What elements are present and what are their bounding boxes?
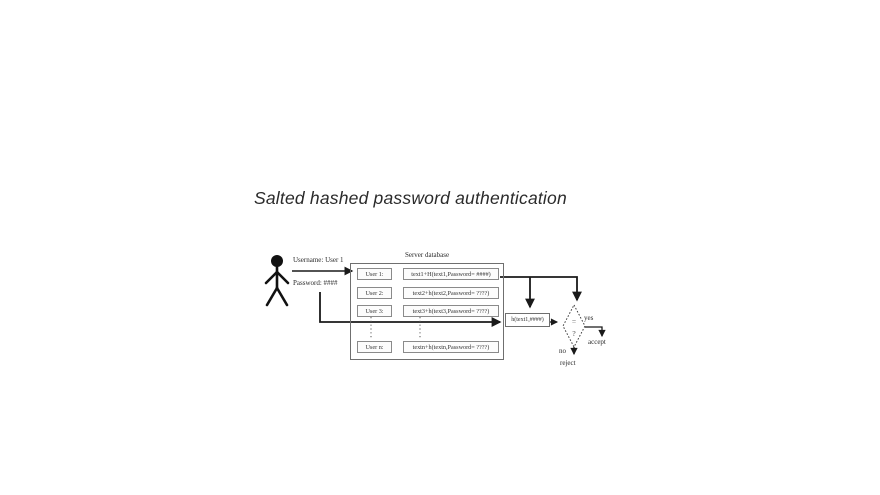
user-cell-1: User 1: (357, 268, 392, 280)
hash-value-cell-2: text2+h(text2,Password= ????) (403, 287, 499, 299)
accept-result-label: accept (588, 338, 606, 346)
password-input-label: Password: #### (293, 279, 338, 287)
comparator-question-symbol: ? (572, 329, 576, 338)
user-cell-n: User n: (357, 341, 392, 353)
yes-branch-label: yes (584, 314, 594, 322)
hash-value-cell-n: textn+h(textn,Password= ????) (403, 341, 499, 353)
comparator-equals-symbol: = (572, 317, 576, 326)
no-branch-label: no (559, 347, 566, 355)
reject-result-label: reject (560, 359, 576, 367)
username-input-label: Username: User 1 (293, 256, 344, 264)
user-stick-figure-icon (264, 255, 290, 307)
stored-hash-to-comparator-arrow (500, 276, 582, 302)
slide-title: Salted hashed password authentication (254, 188, 567, 208)
user-cell-3: User 3: (357, 305, 392, 317)
server-database-box (350, 263, 504, 360)
hash-value-cell-1: text1+H(text1,Password= ####) (403, 268, 499, 280)
hash-value-cell-3: text3+h(text3,Password= ????) (403, 305, 499, 317)
comparator-diamond (562, 303, 586, 349)
hash-computation-box: h(text1,####) (505, 313, 550, 327)
user-cell-2: User 2: (357, 287, 392, 299)
server-database-label: Server database (404, 251, 450, 259)
yes-branch-arrow (585, 326, 606, 338)
